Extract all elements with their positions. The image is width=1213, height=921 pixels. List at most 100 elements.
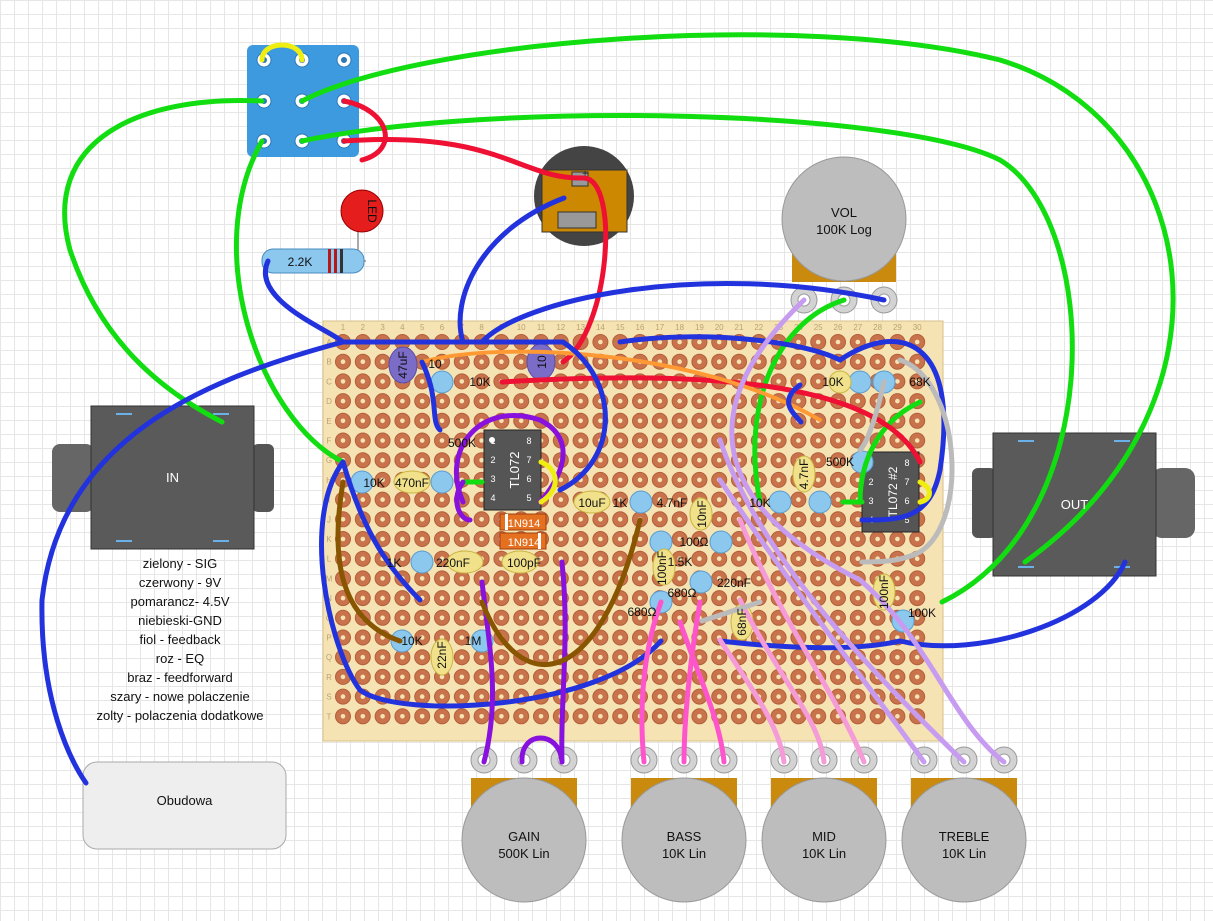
capacitor-body[interactable] [393,470,431,494]
diode-1-body[interactable] [499,513,547,531]
board-hole-center [439,595,445,601]
wire-purple-feedback [453,413,566,505]
capacitor-body[interactable] [573,490,611,514]
component-label: 100K [908,606,936,620]
board-hole-center [677,694,682,699]
board-hole-center [419,674,425,680]
led-body[interactable] [340,189,384,233]
board-hole-center [518,635,524,640]
pot-bass[interactable] [621,746,747,903]
capacitor-body[interactable] [446,550,484,574]
board-hole-center [518,615,524,621]
component-label: 10K [469,375,490,389]
board-hole-center [538,654,544,660]
board-hole-center [736,418,742,424]
component-label: 1M [465,634,482,648]
wire-lavender-eq [717,477,927,765]
board-hole-center [895,379,900,384]
ic-pin-label: 6 [526,474,531,484]
pot-mid-knob[interactable] [761,777,887,903]
component-body[interactable] [768,490,792,514]
component-body[interactable] [689,570,713,594]
component-body[interactable] [430,370,454,394]
diode-1[interactable]: 1N914 [499,513,547,531]
board-hole-center [875,635,880,640]
pot-gain-knob[interactable] [461,777,587,903]
component-body[interactable] [629,490,653,514]
board-hole-center [835,654,841,660]
component-body[interactable] [808,490,832,514]
ic-pin-label: 7 [526,455,531,465]
component-body[interactable] [848,370,872,394]
wire-color-legend: zielony - SIG czerwony - 9V pomarancz- 4… [80,554,280,725]
board-hole-center [716,398,722,404]
capacitor-body[interactable] [501,550,539,574]
jack-out-label: OUT [1060,497,1089,512]
wire-orange-4v5 [420,349,822,422]
board-hole-center [716,359,722,365]
capacitor-body[interactable] [652,548,676,586]
pot-mid[interactable] [761,746,887,903]
diode-2-body[interactable] [499,532,547,550]
jack-out[interactable] [972,432,1195,577]
capacitor-body[interactable] [792,455,816,493]
board-hole-center [815,477,821,483]
board-hole-center [637,576,643,581]
board-hole-center [677,398,682,404]
column-number: 13 [576,323,585,332]
board-hole-center [776,714,781,719]
pot-vol-knob[interactable] [781,156,907,282]
wire-green-sig [299,32,1176,565]
wire-purple-feedback [559,559,568,765]
board-hole-center [657,694,663,699]
enclosure-box[interactable] [82,761,287,850]
component-label: 100Ω [680,535,709,549]
board-hole-center [776,457,781,463]
pot-bass-knob[interactable] [621,777,747,903]
board-hole-center [400,714,405,719]
board-hole-center [697,595,702,601]
diode-2[interactable]: 1N914 [499,532,547,550]
board-hole-center [380,438,385,443]
row-letter: T [327,712,332,721]
column-number: 14 [596,323,605,332]
board-hole-center [736,359,742,365]
wire-pink-eq [677,619,727,765]
component-body[interactable] [410,550,434,574]
capacitor-body[interactable] [689,497,713,531]
column-number: 1 [341,323,346,332]
pot-treble-knob[interactable] [901,777,1027,903]
pot-gain[interactable] [461,746,587,903]
board-hole-center [677,595,682,601]
electrolytic-cap-47uf[interactable] [388,346,418,384]
board-hole-center [736,497,742,502]
resistor-2k2-body[interactable] [261,248,365,274]
column-number: 29 [893,323,902,332]
board-hole-center [380,654,385,660]
diode-1-label: 1N914 [508,518,540,530]
component-body[interactable] [430,470,454,494]
board-hole-center [796,674,801,680]
capacitor-body[interactable] [430,638,454,676]
board-hole-center [617,477,623,483]
dc-jack[interactable]: + [534,146,634,246]
board-hole-center [419,714,425,719]
capacitor-body[interactable] [828,370,852,394]
ic-u1-body[interactable] [483,429,542,511]
board-hole-center [380,714,385,719]
board-hole-center [914,438,920,443]
pot-treble[interactable] [901,746,1027,903]
component-body[interactable] [709,530,733,554]
board-hole-center [914,359,920,365]
board-hole-center [914,576,920,581]
resistor-2k2[interactable]: 2.2K [261,248,366,274]
board-hole-center [479,497,484,502]
board-hole-center [598,536,603,542]
jack-in-body[interactable] [90,405,255,550]
jack-in[interactable] [52,405,274,550]
board-hole-center [380,398,385,404]
board-hole-center [578,694,583,699]
component-label: 100nF [877,575,891,609]
